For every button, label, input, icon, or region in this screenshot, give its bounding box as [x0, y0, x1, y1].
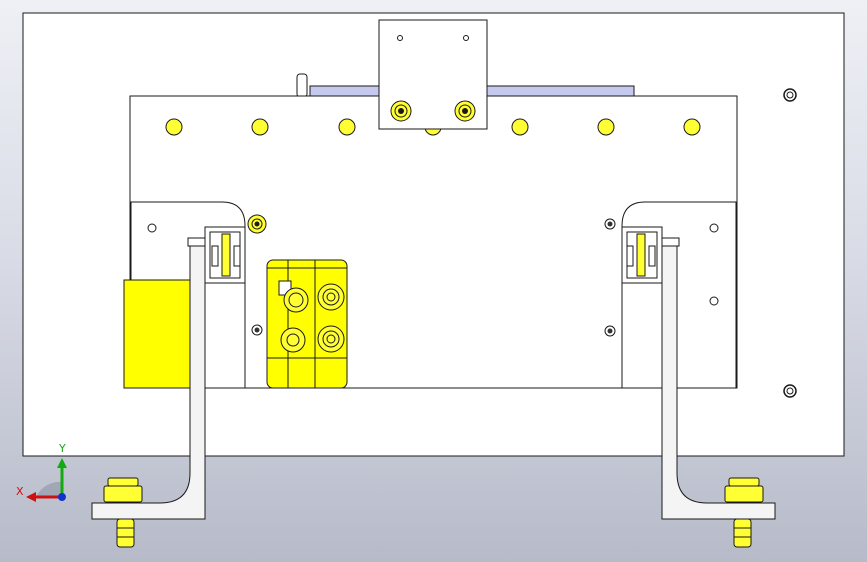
- right-clamp[interactable]: [621, 226, 680, 284]
- rail-pin: [296, 73, 308, 98]
- yellow-hole: [683, 118, 701, 136]
- yellow-hole: [338, 118, 356, 136]
- bolt-head: [390, 100, 412, 122]
- left-clamp[interactable]: [187, 226, 246, 284]
- small-hole: [463, 35, 469, 41]
- cylinder-assembly[interactable]: [266, 259, 348, 389]
- coordinate-triad-icon: [26, 458, 67, 502]
- bolt-head: [247, 214, 267, 234]
- yellow-hole: [165, 118, 183, 136]
- yellow-hole: [597, 118, 615, 136]
- small-hole: [709, 296, 719, 306]
- small-hole: [709, 223, 719, 233]
- left-yellow-block[interactable]: [123, 279, 191, 389]
- yellow-hole-row: [165, 118, 701, 136]
- base-plate-hole: [783, 88, 797, 102]
- yellow-hole: [251, 118, 269, 136]
- left-leveling-foot[interactable]: [103, 477, 143, 548]
- right-leveling-foot[interactable]: [724, 477, 764, 548]
- triad-y-label: Y: [59, 442, 66, 455]
- small-hole: [147, 223, 157, 233]
- bolt-head: [454, 100, 476, 122]
- small-hole: [397, 35, 403, 41]
- base-plate-hole: [783, 384, 797, 398]
- screw-head: [251, 324, 263, 336]
- yellow-hole: [511, 118, 529, 136]
- screw-head: [604, 325, 616, 337]
- triad-x-label: X: [16, 485, 24, 498]
- screw-head: [604, 218, 616, 230]
